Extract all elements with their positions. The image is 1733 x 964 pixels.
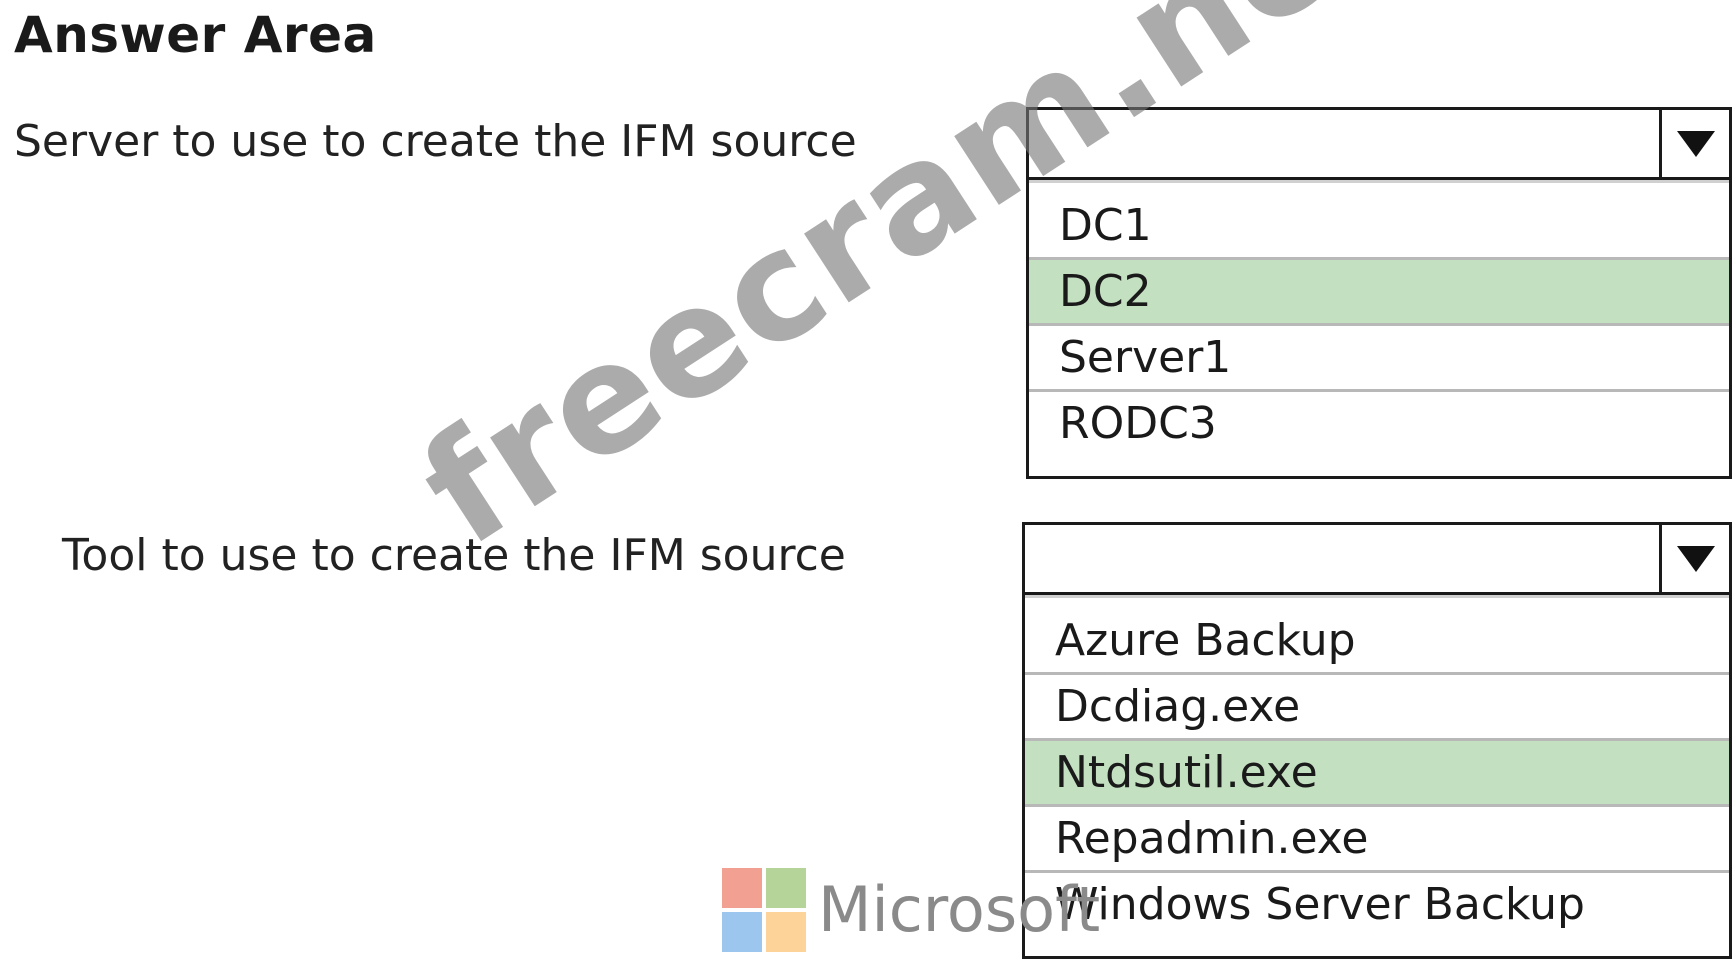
microsoft-squares-icon [722, 868, 806, 952]
option-azure-backup[interactable]: Azure Backup [1025, 609, 1729, 675]
chevron-down-icon [1676, 130, 1715, 157]
logo-square-blue [722, 912, 762, 952]
divider [1029, 180, 1729, 183]
tool-dropdown-header[interactable] [1025, 525, 1729, 595]
option-dc2[interactable]: DC2 [1029, 260, 1729, 326]
question-label-server: Server to use to create the IFM source [14, 116, 857, 167]
server-options-list: DC1 DC2 Server1 RODC3 [1029, 180, 1729, 458]
divider [1025, 595, 1729, 598]
tool-dropdown-toggle[interactable] [1659, 525, 1729, 592]
option-rodc3[interactable]: RODC3 [1059, 398, 1217, 449]
logo-square-green [766, 868, 806, 908]
logo-square-red [722, 868, 762, 908]
tool-options-list: Azure Backup Dcdiag.exe Ntdsutil.exe Rep… [1025, 595, 1729, 939]
option-dcdiag[interactable]: Dcdiag.exe [1025, 675, 1729, 741]
server-dropdown-header[interactable] [1029, 110, 1729, 180]
tool-dropdown[interactable]: Azure Backup Dcdiag.exe Ntdsutil.exe Rep… [1022, 522, 1732, 959]
option-dc1[interactable]: DC1 [1029, 194, 1729, 260]
logo-square-yellow [766, 912, 806, 952]
option-repadmin[interactable]: Repadmin.exe [1025, 807, 1729, 873]
option-windows-server-backup[interactable]: Windows Server Backup [1055, 879, 1585, 930]
microsoft-logo: Microsoft [722, 868, 1100, 952]
option-ntdsutil[interactable]: Ntdsutil.exe [1025, 741, 1729, 807]
server-dropdown[interactable]: DC1 DC2 Server1 RODC3 [1026, 107, 1732, 479]
option-server1[interactable]: Server1 [1029, 326, 1729, 392]
question-label-tool: Tool to use to create the IFM source [62, 530, 846, 581]
chevron-down-icon [1676, 545, 1715, 572]
answer-area-title: Answer Area [14, 6, 377, 64]
server-dropdown-toggle[interactable] [1659, 110, 1729, 177]
microsoft-wordmark: Microsoft [818, 873, 1101, 946]
